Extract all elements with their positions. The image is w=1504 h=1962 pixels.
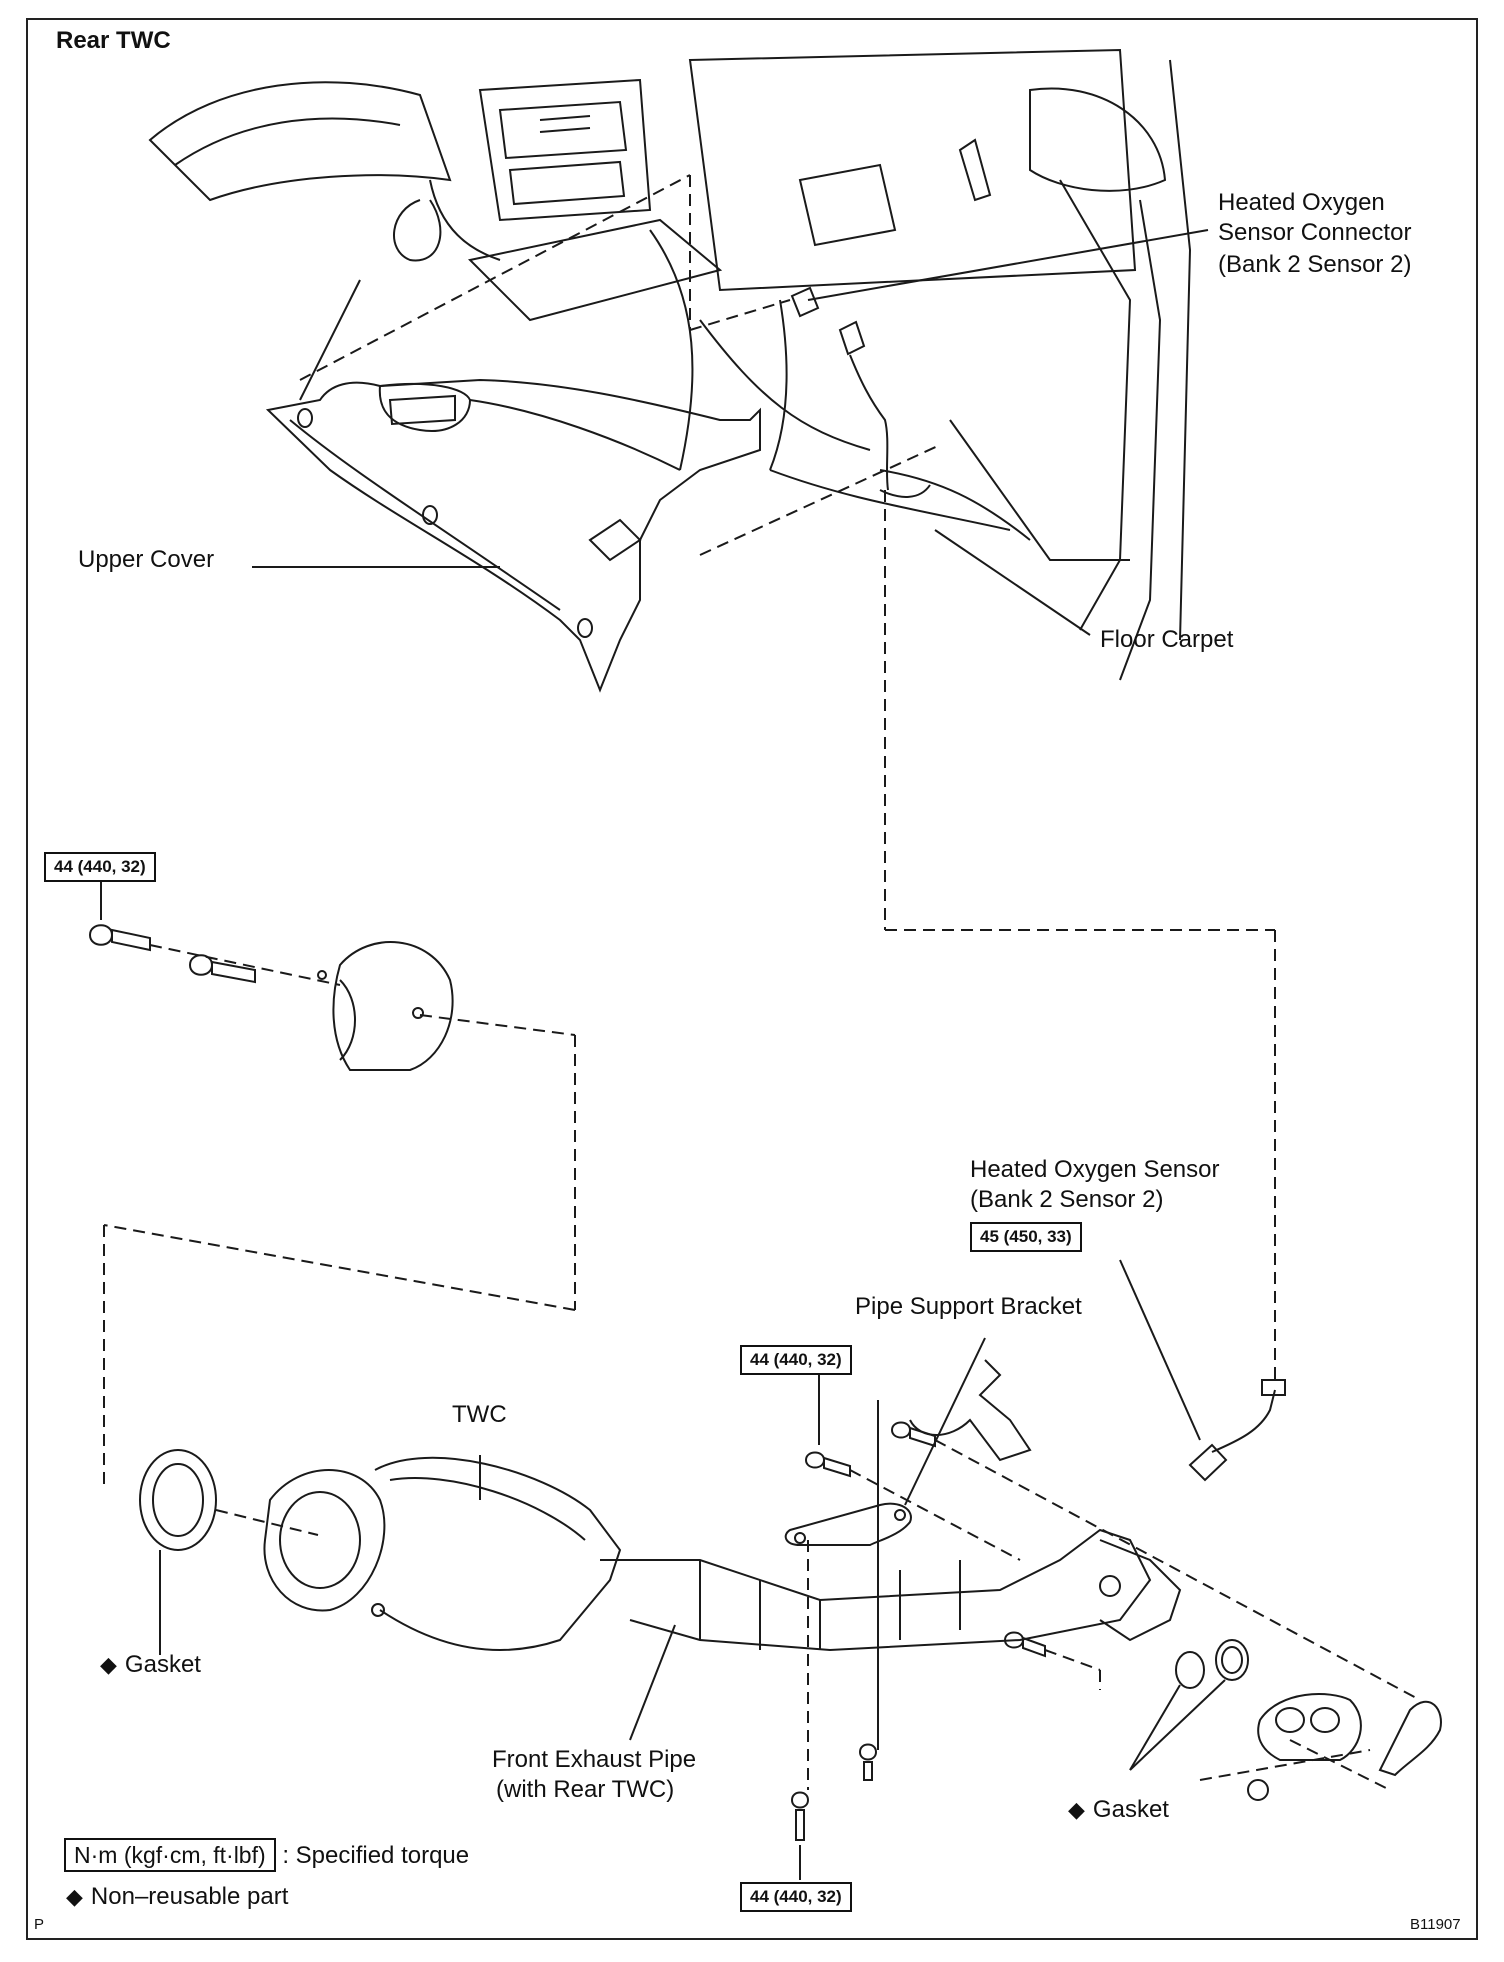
gasket-left-text: Gasket: [124, 1651, 201, 1678]
left-gasket-drawing: [139, 1449, 217, 1655]
figure-code: B11907: [1410, 1916, 1461, 1933]
torque-upper-left: 44 (440, 32): [44, 852, 156, 882]
legend-torque-box: N·m (kgf·cm, ft·lbf): [64, 1838, 276, 1872]
label-front-pipe-line2: (with Rear TWC): [496, 1776, 675, 1803]
legend-torque: N·m (kgf·cm, ft·lbf) : Specified torque: [64, 1838, 470, 1872]
lower-bolts: [790, 1375, 1046, 1880]
twc-drawing: [263, 1456, 1152, 1652]
label-gasket-left: ◆ Gasket: [100, 1650, 201, 1680]
label-ho2s-connector-line1: Heated Oxygen: [1218, 189, 1385, 216]
dashed-guides: [103, 174, 1421, 1791]
label-front-pipe-line1: Front Exhaust Pipe: [492, 1746, 697, 1773]
oxygen-sensor-drawing: [1119, 1259, 1286, 1482]
diagram-frame: [26, 18, 1478, 1940]
legend-torque-text: : Specified torque: [282, 1842, 470, 1869]
bracket-drawing: [784, 1359, 1032, 1546]
label-gasket-right: ◆ Gasket: [1068, 1795, 1169, 1825]
legend-nonreusable: ◆ Non–reusable part: [66, 1882, 288, 1912]
nonreusable-diamond-icon: ◆: [100, 1652, 117, 1677]
label-ho2s-line2: (Bank 2 Sensor 2): [970, 1186, 1164, 1213]
exhaust-manifold-flange: [317, 941, 454, 1071]
diagram-title: Rear TWC: [56, 27, 171, 54]
label-ho2s-connector-line2: Sensor Connector: [1218, 219, 1412, 246]
label-ho2s-line1: Heated Oxygen Sensor: [970, 1156, 1220, 1183]
torque-sensor: 45 (450, 33): [970, 1222, 1082, 1252]
nonreusable-diamond-icon: ◆: [66, 1884, 83, 1909]
sensor-connector-drawing: [790, 286, 931, 498]
label-twc: TWC: [452, 1401, 507, 1428]
upper-leaders: [252, 229, 1209, 636]
corner-mark-left: P: [34, 1916, 45, 1933]
right-gaskets-drawing: [1129, 1639, 1249, 1771]
gasket-right-text: Gasket: [1092, 1796, 1169, 1823]
label-ho2s-connector-line3: (Bank 2 Sensor 2): [1218, 251, 1412, 278]
pipe-flange-right: [1099, 1539, 1442, 1801]
upper-cover-drawing: [265, 378, 761, 693]
torque-bracket-top: 44 (440, 32): [740, 1345, 852, 1375]
label-pipe-support-bracket: Pipe Support Bracket: [855, 1293, 1082, 1320]
lower-leaders: [479, 1337, 986, 1750]
dashboard-drawing: [148, 48, 1192, 681]
nonreusable-diamond-icon: ◆: [1068, 1797, 1085, 1822]
torque-bracket-bottom: 44 (440, 32): [740, 1882, 852, 1912]
upper-bolts: [88, 875, 256, 984]
legend-nonreusable-text: Non–reusable part: [90, 1883, 289, 1910]
label-floor-carpet: Floor Carpet: [1100, 626, 1234, 653]
label-upper-cover: Upper Cover: [78, 546, 215, 573]
